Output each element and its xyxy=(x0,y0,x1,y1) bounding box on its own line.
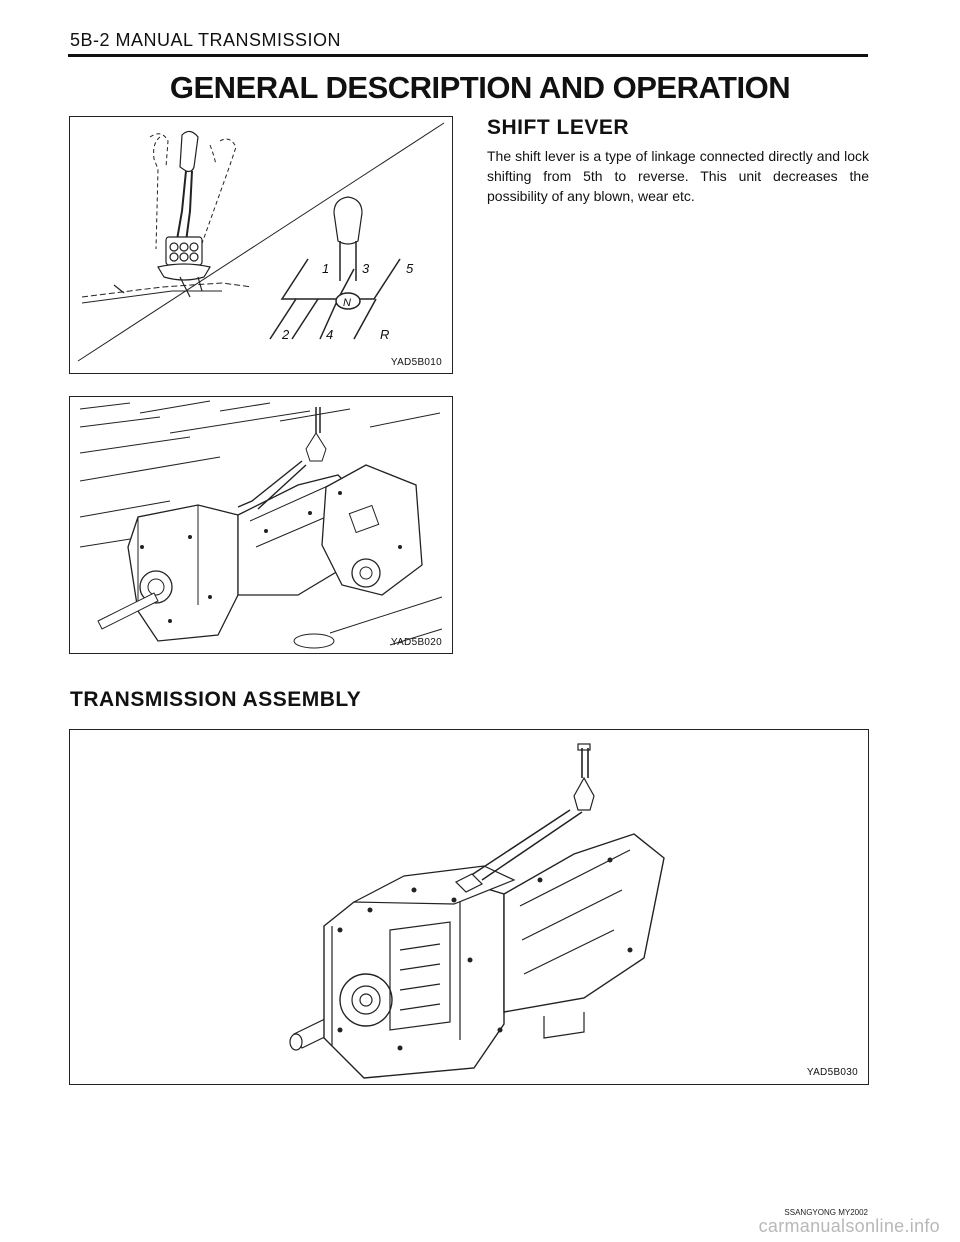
running-header: 5B-2 MANUAL TRANSMISSION xyxy=(70,30,342,50)
gear-label-1: 1 xyxy=(322,261,329,276)
gear-label-n: N xyxy=(343,297,351,309)
footer-brand: SSANGYONG MY2002 xyxy=(784,1208,868,1217)
figure-code: YAD5B030 xyxy=(806,1067,858,1078)
figure-code: YAD5B020 xyxy=(390,637,442,648)
shift-lever-figure: 1 3 5 N 2 4 R YAD5B010 xyxy=(69,116,453,374)
figure-code: YAD5B010 xyxy=(390,357,442,368)
shift-lever-heading: SHIFT LEVER xyxy=(487,116,630,139)
gear-label-4: 4 xyxy=(326,327,333,342)
transmission-assembly-heading: TRANSMISSION ASSEMBLY xyxy=(70,688,362,711)
shift-lever-illustration: 1 3 5 N 2 4 R xyxy=(77,122,445,362)
gear-label-3: 3 xyxy=(362,261,370,276)
transmission-transfer-illustration xyxy=(79,400,443,649)
page-title: GENERAL DESCRIPTION AND OPERATION xyxy=(169,70,791,105)
footer-watermark: carmanualsonline.info xyxy=(758,1216,940,1236)
header-rule xyxy=(68,54,868,57)
shift-lever-description: The shift lever is a type of linkage con… xyxy=(487,148,869,204)
gear-label-r: R xyxy=(380,327,389,342)
transmission-assembly-figure: YAD5B030 xyxy=(69,729,869,1085)
gear-label-5: 5 xyxy=(406,261,414,276)
gear-label-2: 2 xyxy=(281,327,290,342)
transmission-transfer-figure: YAD5B020 xyxy=(69,396,453,654)
transmission-assembly-illustration xyxy=(289,743,665,1079)
